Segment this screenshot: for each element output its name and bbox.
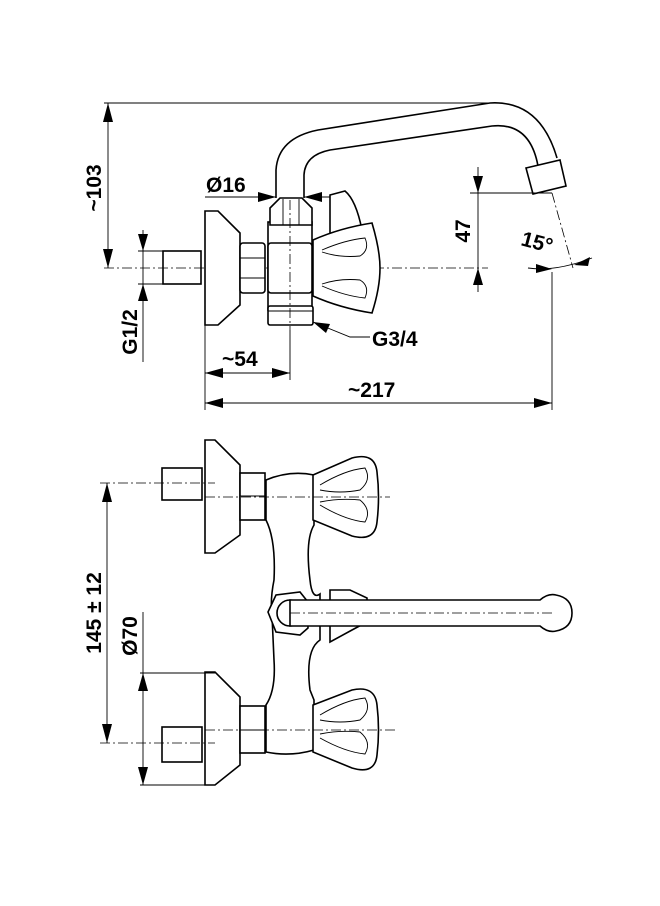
connection-nut	[239, 242, 266, 294]
label-body-depth: ~54	[222, 348, 258, 371]
label-spout-reach: ~217	[348, 379, 395, 402]
top-inlet-stub	[161, 467, 203, 501]
spout-nut	[269, 197, 313, 226]
dimension-spout-reach: ~217	[205, 379, 552, 408]
dimension-pipe-diameter: Ø16	[205, 174, 330, 202]
handle	[312, 222, 381, 314]
dimension-angle: 15°	[519, 192, 593, 273]
dimension-rosette-diameter: Ø70	[119, 612, 215, 786]
front-view: 145 ± 12 Ø70	[83, 439, 573, 786]
dimension-height: ~103	[83, 102, 500, 268]
rosette	[204, 210, 241, 326]
bottom-rosette	[204, 671, 241, 786]
spout-inner	[303, 124, 539, 198]
spout-outer	[275, 102, 558, 198]
label-height: ~103	[83, 164, 106, 211]
side-view: ~103 Ø16	[83, 102, 593, 410]
bottom-handle	[312, 688, 380, 771]
dimension-body-depth: ~54	[205, 348, 290, 378]
dimension-inlet-thread: G1/2	[119, 230, 163, 362]
label-inlet-thread: G1/2	[119, 309, 142, 355]
dimension-centers: 145 ± 12	[83, 483, 112, 743]
outlet-connection	[267, 305, 314, 326]
bottom-nut	[239, 705, 266, 754]
bottom-inlet-stub	[161, 726, 203, 763]
label-angle: 15°	[519, 228, 556, 258]
inlet-stub	[162, 250, 202, 285]
dimension-spout-offset: 47	[452, 167, 552, 292]
label-rosette-diameter: Ø70	[119, 616, 142, 656]
label-outlet-thread: G3/4	[372, 328, 418, 351]
top-rosette	[204, 439, 241, 554]
top-nut	[239, 472, 266, 521]
dimension-outlet-thread: G3/4	[312, 321, 418, 351]
label-pipe-diameter: Ø16	[206, 174, 246, 197]
aerator	[525, 159, 567, 195]
label-centers: 145 ± 12	[83, 572, 106, 654]
label-spout-offset: 47	[452, 219, 475, 242]
